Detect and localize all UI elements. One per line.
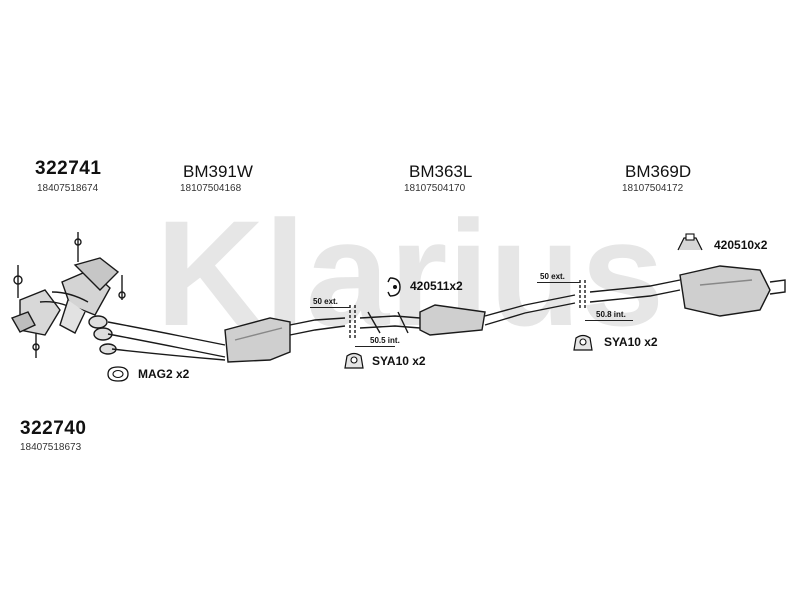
kit-code-primary: 322741 [35,158,102,179]
fitting-420511: 420511x2 [410,279,463,293]
fitting-sya10-middle: SYA10 x2 [372,354,426,368]
dimension-line [310,307,350,308]
fitting-mag2: MAG2 x2 [138,367,190,381]
watermark-text: Klarius [156,200,665,350]
dimension-rear-int: 50.8 int. [596,310,626,319]
dimension-middle-int: 50.5 int. [370,336,400,345]
middle-pipe-bm363l [359,294,576,336]
part-code-bm369d: BM369D [625,162,692,181]
dimension-middle-ext: 50 ext. [540,272,565,281]
part-code-bm363l: BM363L [409,162,473,181]
part-ref-bm369d: 18107504172 [622,183,684,194]
bracket-icon [677,233,703,251]
rubber-mount-icon [344,352,364,369]
front-pipe-bm391w [107,317,346,363]
pipe-clamp-icon [387,277,401,297]
part-ref-bm391w: 18107504168 [180,183,242,194]
dimension-line [585,320,633,321]
rubber-mount-icon [573,334,593,351]
dimension-line [355,346,395,347]
part-ref-bm363l: 18107504170 [404,183,466,194]
klarius-watermark: Klarius [156,200,665,350]
rear-silencer-bm369d [589,265,786,317]
kit-code-secondary: 322740 [20,418,87,439]
dimension-front-ext: 50 ext. [313,297,338,306]
kit-ref-primary: 18407518674 [37,183,99,194]
kit-ref-secondary: 18407518673 [20,442,82,453]
fitting-sya10-rear: SYA10 x2 [604,335,658,349]
exhaust-manifold [10,232,126,358]
part-code-bm391w: BM391W [183,162,253,181]
dimension-line [537,282,580,283]
fitting-420510: 420510x2 [714,238,768,252]
gasket-ring-icon [107,366,129,382]
manifold-flanges [88,315,117,355]
